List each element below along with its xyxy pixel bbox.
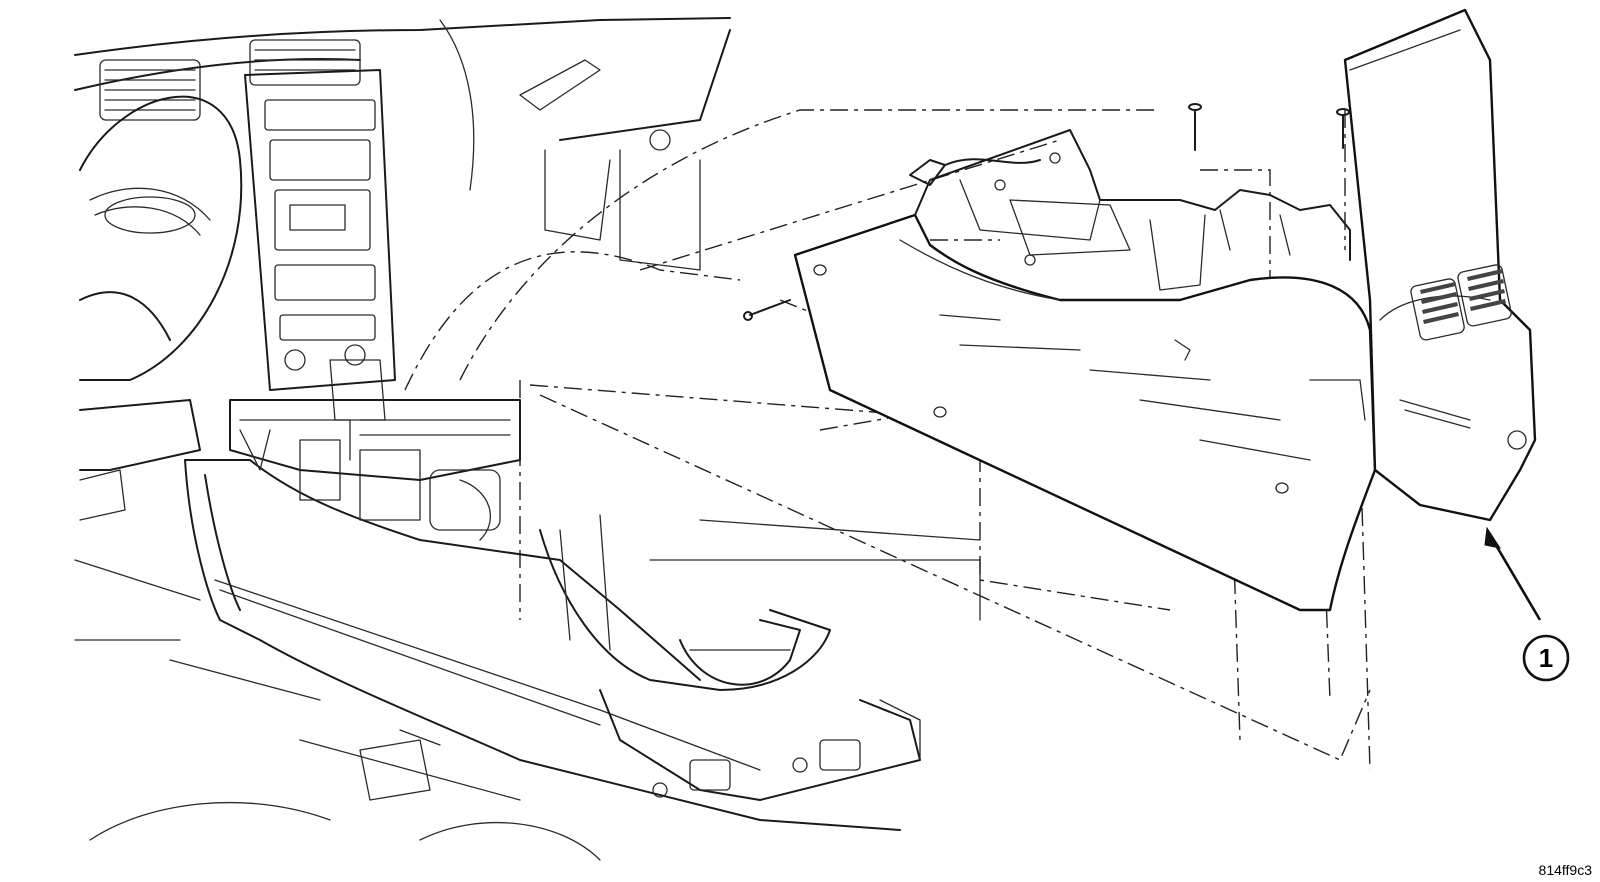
- console-housing-component-1: [793, 8, 1537, 612]
- callout-1: 1: [1484, 526, 1570, 682]
- screw-left: [743, 299, 791, 321]
- callout-circle: [1522, 634, 1570, 682]
- callout-label: 1: [1539, 643, 1553, 673]
- fasteners: [743, 103, 1350, 321]
- screw-top-center: [1188, 103, 1202, 151]
- instrument-panel: [74, 17, 731, 521]
- figure-id: 814ff9c3: [1538, 862, 1592, 878]
- floor-console-base: [74, 359, 981, 861]
- screw-top-right: [1336, 108, 1350, 149]
